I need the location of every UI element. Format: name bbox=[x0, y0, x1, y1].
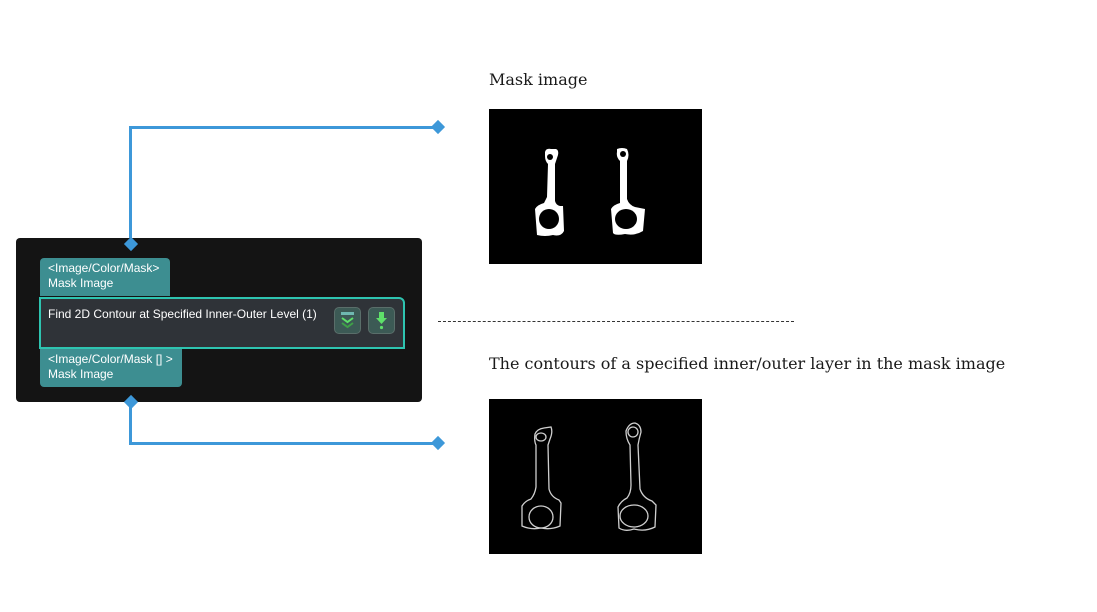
input-port[interactable]: <Image/Color/Mask> Mask Image bbox=[40, 258, 170, 296]
output-port[interactable]: <Image/Color/Mask [] > Mask Image bbox=[40, 349, 182, 387]
node-title-box[interactable]: Find 2D Contour at Specified Inner-Outer… bbox=[39, 297, 405, 349]
step-node[interactable]: <Image/Color/Mask> Mask Image Find 2D Co… bbox=[16, 238, 422, 402]
output-wire-end-connector bbox=[430, 435, 446, 451]
double-chevron-down-icon bbox=[341, 312, 354, 329]
output-image-caption: The contours of a specified inner/outer … bbox=[489, 354, 1006, 373]
node-title: Find 2D Contour at Specified Inner-Outer… bbox=[48, 307, 317, 321]
input-wire-vertical bbox=[129, 127, 132, 244]
input-port-name: Mask Image bbox=[48, 276, 114, 290]
contour-image-graphic bbox=[521, 422, 657, 531]
mask-image bbox=[489, 109, 702, 264]
output-wire-vertical bbox=[129, 402, 132, 445]
breakpoint-button[interactable] bbox=[368, 307, 395, 334]
section-divider bbox=[438, 321, 794, 322]
input-image-caption: Mask image bbox=[489, 70, 588, 89]
mask-image-graphic bbox=[535, 148, 645, 236]
download-arrow-icon bbox=[376, 312, 387, 330]
output-port-type: <Image/Color/Mask [] > bbox=[48, 352, 173, 366]
input-wire-end-connector bbox=[430, 119, 446, 135]
output-wire-horizontal bbox=[129, 442, 439, 445]
contour-image bbox=[489, 399, 702, 554]
collapse-button[interactable] bbox=[334, 307, 361, 334]
input-wire-horizontal bbox=[129, 126, 439, 129]
input-port-type: <Image/Color/Mask> bbox=[48, 261, 160, 275]
output-port-name: Mask Image bbox=[48, 367, 114, 381]
